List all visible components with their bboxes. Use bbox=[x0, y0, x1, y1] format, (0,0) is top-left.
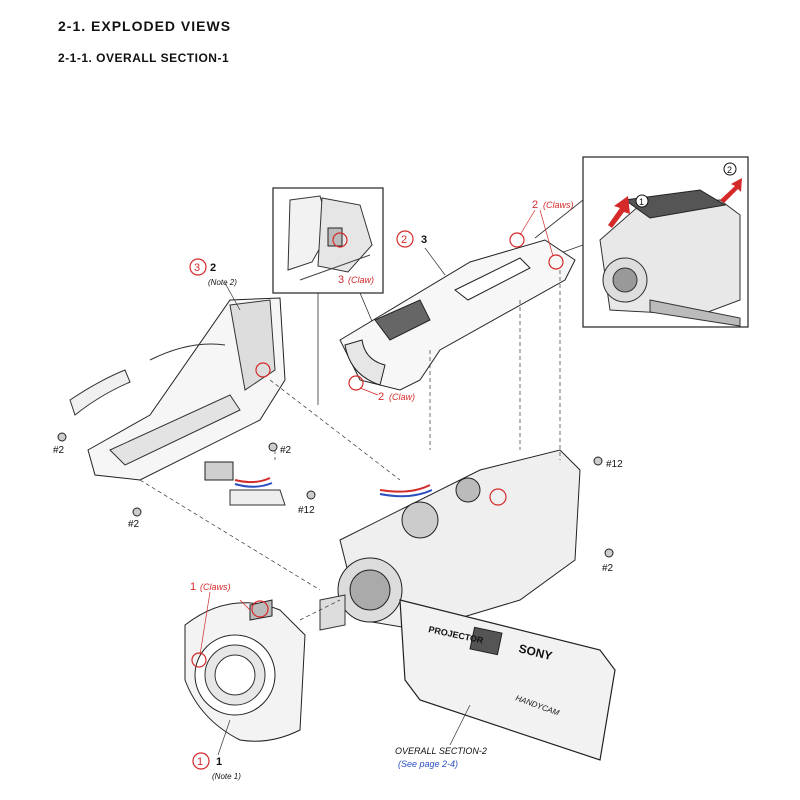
section-reference: OVERALL SECTION-2 (See page 2-4) bbox=[395, 704, 487, 769]
removal-step-1-marker: 1 bbox=[639, 197, 644, 207]
claw-labels: 2 (Claws) 2 (Claw) 1 (Claws) bbox=[190, 199, 574, 656]
claw-mid-label: (Claw) bbox=[389, 392, 415, 402]
screw-label-bottom-left: #2 bbox=[128, 519, 140, 530]
claws-lens-label: (Claws) bbox=[200, 582, 231, 592]
flex-connector bbox=[204, 461, 433, 506]
claws-top-number: 2 bbox=[532, 199, 538, 211]
removal-step-2-marker: 2 bbox=[727, 165, 732, 175]
claw-inset-label: (Claw) bbox=[348, 275, 374, 285]
screws bbox=[57, 432, 614, 558]
callout-lens-hood: 1 1 (Note 1) bbox=[192, 719, 241, 781]
part-3-number: 3 bbox=[421, 234, 427, 246]
step-1-marker: 1 bbox=[197, 756, 203, 768]
screw-label-right-bottom: #2 bbox=[602, 563, 614, 574]
claw-detail-inset: 3 (Claw) bbox=[272, 187, 384, 294]
claw-inset-number: 3 bbox=[338, 274, 344, 286]
screw-label-right-top: #12 bbox=[606, 459, 623, 470]
screw-labels: #2 #2 #2 #12 #12 #2 bbox=[53, 445, 623, 574]
part-2-number: 2 bbox=[210, 262, 216, 274]
screw-label-left: #2 bbox=[53, 445, 65, 456]
claws-lens-number: 1 bbox=[190, 581, 196, 593]
assembly-guide-lines bbox=[139, 270, 561, 621]
lens-hood-part bbox=[184, 599, 306, 742]
screw-icon bbox=[593, 456, 603, 466]
top-cover-part bbox=[339, 232, 576, 391]
claw-mid-number: 2 bbox=[378, 391, 384, 403]
reference-section: OVERALL SECTION-2 bbox=[395, 746, 487, 756]
part-1-number: 1 bbox=[216, 756, 222, 768]
grip-cover-part bbox=[69, 297, 286, 481]
screw-icon bbox=[604, 548, 614, 558]
screw-label-mid: #12 bbox=[298, 505, 315, 516]
removal-steps-inset: 1 2 bbox=[582, 156, 749, 328]
reference-page-link: (See page 2-4) bbox=[398, 759, 458, 769]
note-2-label: (Note 2) bbox=[208, 278, 237, 287]
screw-icon bbox=[306, 490, 316, 500]
screw-icon bbox=[57, 432, 67, 442]
section-title: 2-1-1. OVERALL SECTION-1 bbox=[58, 51, 230, 65]
screw-icon bbox=[268, 442, 278, 452]
claws-top-label: (Claws) bbox=[543, 200, 574, 210]
camera-body bbox=[319, 449, 581, 631]
note-1-label: (Note 1) bbox=[212, 772, 241, 781]
page-title: 2-1. EXPLODED VIEWS bbox=[58, 18, 232, 34]
callout-grip: 3 2 (Note 2) bbox=[189, 258, 241, 311]
screw-icon bbox=[132, 507, 142, 517]
screw-label-center: #2 bbox=[280, 445, 292, 456]
step-2-marker: 2 bbox=[401, 234, 407, 246]
step-3-marker: 3 bbox=[194, 262, 200, 274]
callout-top-cover: 2 3 bbox=[396, 230, 446, 276]
lcd-panel: PROJECTOR SONY HANDYCAM bbox=[399, 599, 616, 761]
